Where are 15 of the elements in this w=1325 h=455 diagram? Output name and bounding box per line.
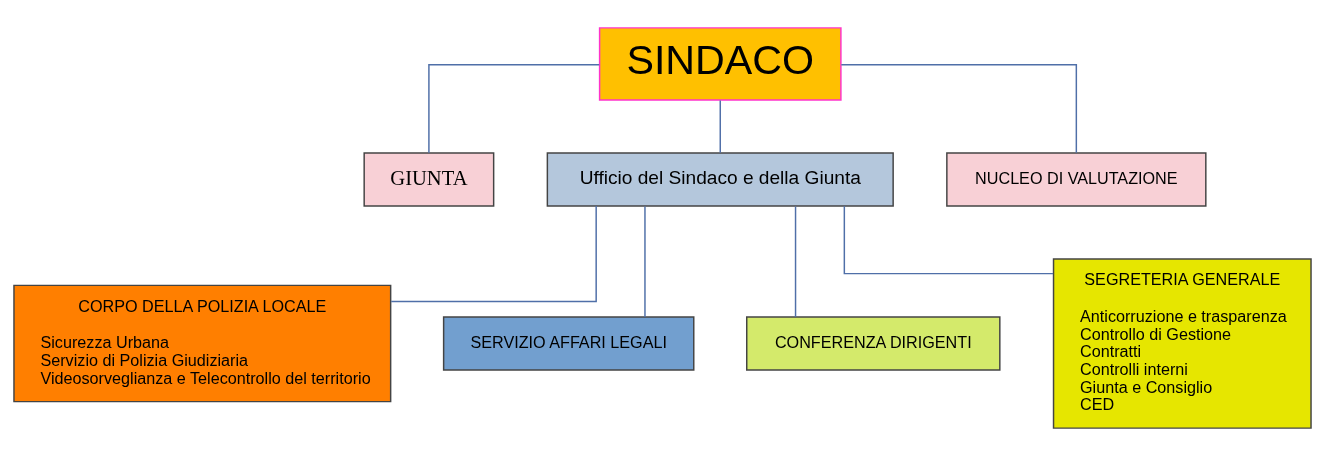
node-box: Ufficio del Sindaco e della Giunta	[546, 151, 894, 207]
node-box: NUCLEO DI VALUTAZIONE	[946, 151, 1207, 207]
connector	[840, 63, 1078, 154]
connector	[390, 204, 597, 302]
connector	[794, 205, 797, 318]
node-box: SEGRETERIA GENERALE Anticorruzione e trasparenza Controllo di Gestione Contratti Controlli interni Giunta e Consiglio CED	[1052, 257, 1312, 429]
connector	[843, 204, 1054, 274]
node-box: SERVIZIO AFFARI LEGALI	[442, 315, 695, 371]
node-box: SINDACO	[598, 26, 842, 101]
node-box: CONFERENZA DIRIGENTI	[746, 315, 1001, 371]
connector	[719, 99, 721, 153]
connector	[644, 205, 646, 318]
connector	[428, 63, 600, 154]
node-box: GIUNTA	[363, 151, 495, 207]
node-box: CORPO DELLA POLIZIA LOCALE Sicurezza Urbana Servizio di Polizia Giudiziaria Videosorveglianza e Telecontrollo del territorio	[13, 284, 392, 402]
